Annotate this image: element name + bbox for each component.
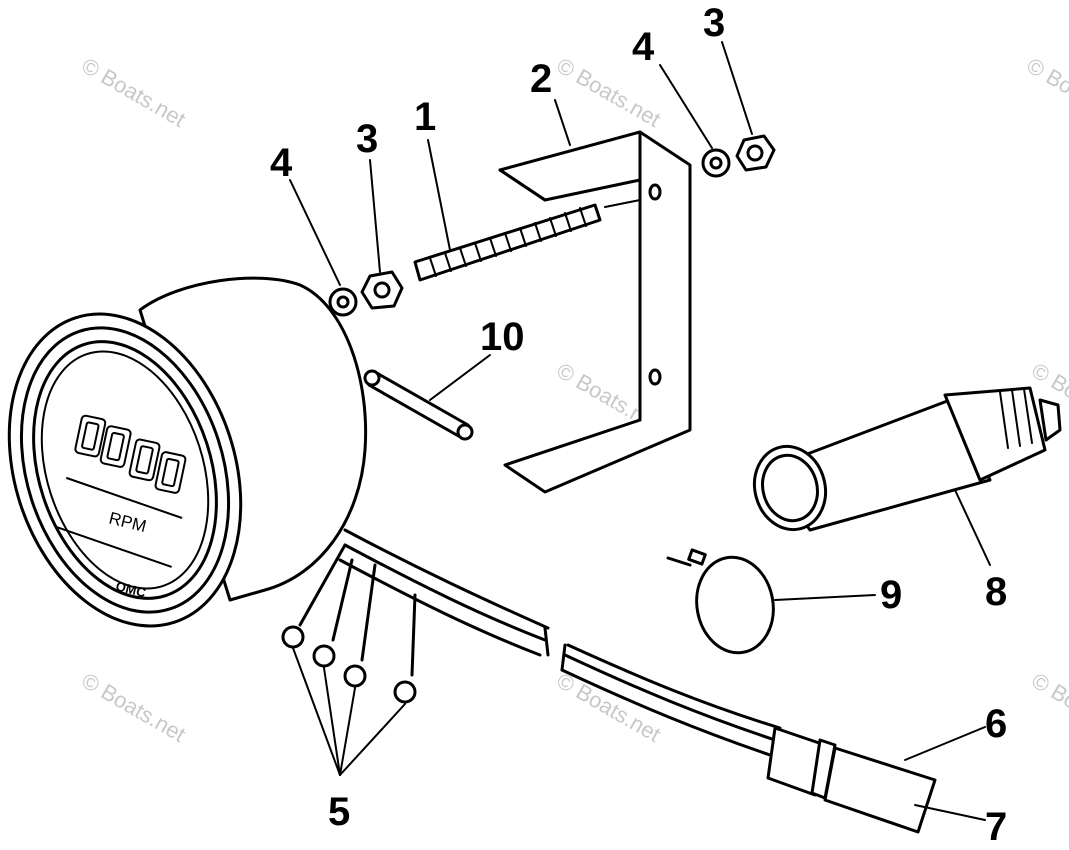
callout-7: 7 xyxy=(985,805,1007,849)
connector-plug xyxy=(766,726,937,834)
watermark-3: © Boats.net xyxy=(1023,53,1069,132)
terminal-lugs xyxy=(281,543,417,704)
sleeve-adapter xyxy=(752,386,1062,532)
callout-1: 1 xyxy=(414,95,436,139)
digital-display xyxy=(55,414,187,568)
lockwasher-left xyxy=(328,287,358,317)
callout-6: 6 xyxy=(985,702,1007,746)
leader-lines xyxy=(289,41,991,821)
callout-2: 2 xyxy=(530,57,552,101)
callout-3-right: 3 xyxy=(703,1,725,45)
nut-left xyxy=(360,270,404,310)
watermark-8: © Boats.net xyxy=(1028,668,1069,747)
callout-10: 10 xyxy=(480,315,525,359)
threaded-stud xyxy=(413,199,641,282)
gauge-brand-label: OMC xyxy=(114,578,148,600)
nut-right xyxy=(735,134,776,172)
callout-9: 9 xyxy=(880,573,902,617)
hose-clamp xyxy=(666,548,775,655)
callout-numbers: 1 2 3 3 4 4 5 6 7 8 9 10 xyxy=(270,1,1007,849)
tachometer-gauge: RPM OMC xyxy=(7,276,417,704)
callout-4-left: 4 xyxy=(270,141,293,185)
lockwasher-right xyxy=(701,148,731,178)
wire-harness xyxy=(338,528,782,757)
pin xyxy=(363,369,474,441)
watermark-6: © Boats.net xyxy=(78,668,190,747)
watermark-1: © Boats.net xyxy=(78,53,190,132)
callout-3-left: 3 xyxy=(356,117,378,161)
callout-8: 8 xyxy=(985,570,1007,614)
mounting-bracket xyxy=(498,130,692,494)
callout-5: 5 xyxy=(328,790,350,834)
callout-4-right: 4 xyxy=(632,25,655,69)
